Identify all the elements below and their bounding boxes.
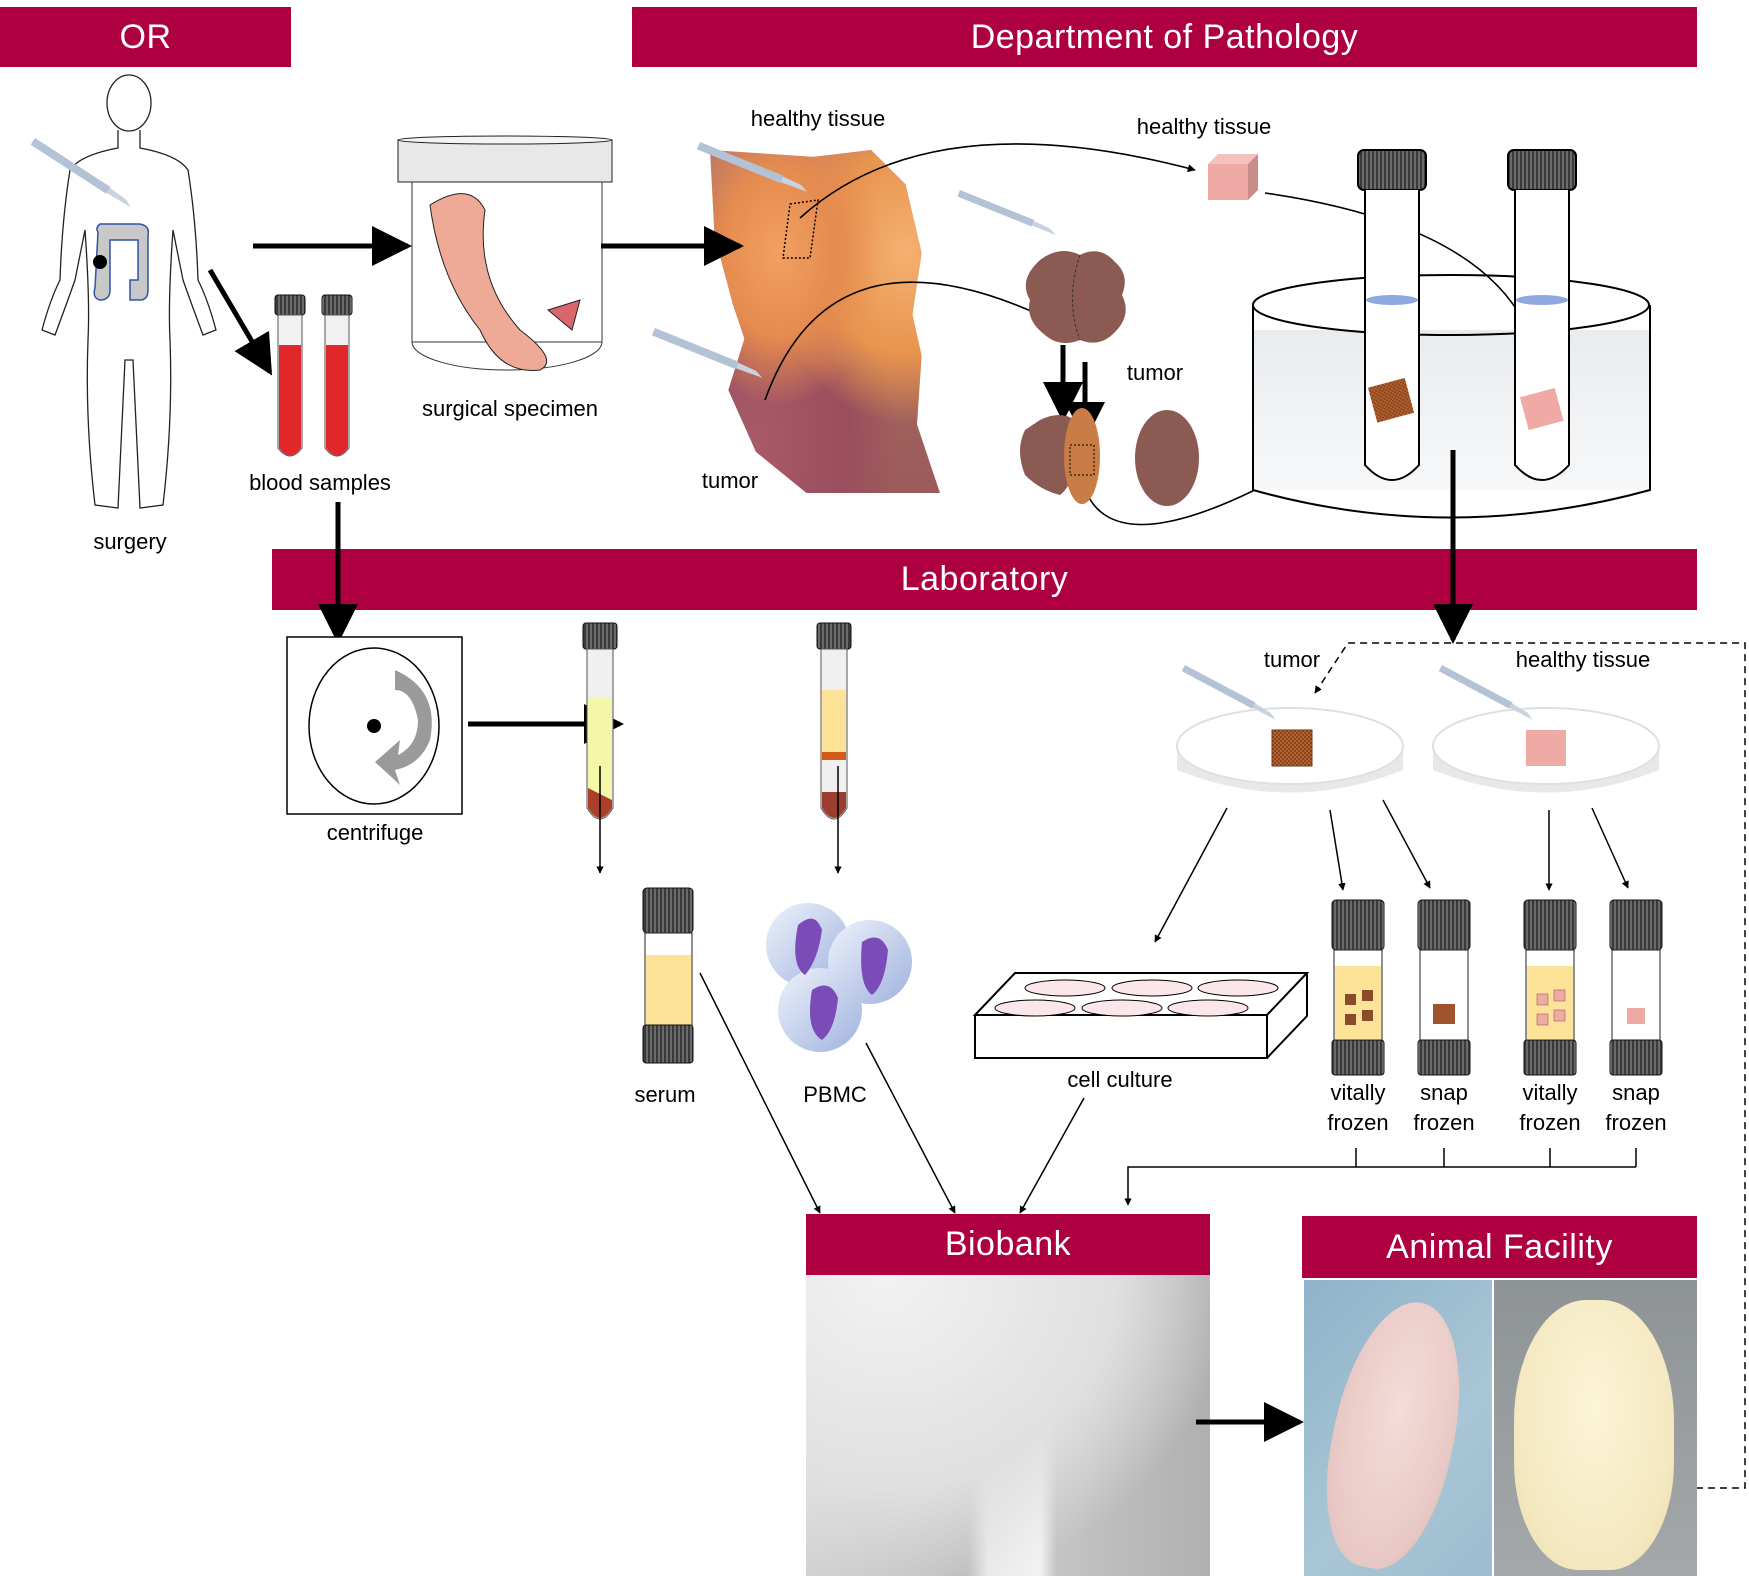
label-line: snap xyxy=(1612,1080,1660,1105)
white-rat-body xyxy=(1514,1300,1674,1570)
label-line: vitally xyxy=(1522,1080,1578,1105)
label-healthy-vitally-frozen: vitally frozen xyxy=(1510,1078,1590,1138)
label-surgical-specimen: surgical specimen xyxy=(421,396,599,421)
human-body-icon xyxy=(41,74,217,509)
arrow-dish-to-tumor-snap xyxy=(1382,799,1431,889)
nitrogen-tube-healthy xyxy=(1507,149,1577,481)
healthy-tissue-selection xyxy=(782,199,819,259)
label-serum: serum xyxy=(634,1082,696,1107)
section-title-biobank: Biobank xyxy=(944,1225,1072,1263)
scalpel-icon xyxy=(1181,665,1276,721)
scalpel-icon xyxy=(652,328,763,378)
scalpel-icon xyxy=(697,142,808,192)
cryovial-healthy-snap xyxy=(1609,899,1663,1076)
healthy-tissue-cube-icon xyxy=(1208,154,1258,200)
scalpel-icon xyxy=(957,190,1057,236)
tumor-mass-icon xyxy=(1025,251,1126,344)
label-centrifuge: centrifuge xyxy=(326,820,424,845)
label-healthy-tissue-cube: healthy tissue xyxy=(1136,114,1272,139)
scalpel-icon xyxy=(1438,665,1533,721)
label-tumor-vitally-frozen: vitally frozen xyxy=(1318,1078,1398,1138)
label-line: frozen xyxy=(1605,1110,1667,1135)
pbmc-cells-icon xyxy=(766,903,912,1052)
scalpel-icon xyxy=(30,138,131,208)
nude-mouse-photo xyxy=(1304,1280,1492,1576)
section-title-animal-facility: Animal Facility xyxy=(1386,1227,1613,1266)
serum-separation-tube xyxy=(582,622,618,820)
section-title-pathology: Department of Pathology xyxy=(970,17,1359,56)
section-title-or: OR xyxy=(119,17,172,56)
specimen-jar-icon xyxy=(397,135,613,371)
serum-vial-icon xyxy=(642,887,694,1064)
centrifuge-icon xyxy=(286,636,463,815)
label-line: vitally xyxy=(1330,1080,1386,1105)
arrow-serum-to-biobank xyxy=(699,972,821,1214)
blood-tube-2 xyxy=(321,294,353,457)
arrow-pbmc-to-biobank xyxy=(865,1042,956,1214)
label-line: snap xyxy=(1420,1080,1468,1105)
arrow-dish-to-culture xyxy=(1154,807,1228,943)
cryovial-tumor-snap xyxy=(1417,899,1471,1076)
label-lab-healthy-tissue: healthy tissue xyxy=(1515,647,1651,672)
section-banner-biobank: Biobank xyxy=(806,1214,1210,1275)
arrow-photo-to-tumor xyxy=(764,281,1041,401)
section-banner-pathology: Department of Pathology xyxy=(632,7,1697,67)
vials-to-biobank-bracket xyxy=(1128,1148,1637,1205)
arrow-dish-to-healthy-snap xyxy=(1591,807,1629,889)
colon-icon xyxy=(93,223,150,301)
tumor-half-icon xyxy=(1135,410,1199,506)
arrow-photo-to-healthy-cube xyxy=(799,143,1196,219)
label-surgery: surgery xyxy=(93,529,167,554)
label-healthy-tissue-photo: healthy tissue xyxy=(750,106,886,131)
ice-bath-icon xyxy=(1252,274,1651,519)
nitrogen-tube-tumor xyxy=(1357,149,1427,481)
arrow-surgery-to-blood xyxy=(207,268,273,376)
section-banner-or: OR xyxy=(0,7,291,67)
label-blood-samples: blood samples xyxy=(249,470,391,495)
label-lab-tumor: tumor xyxy=(1263,647,1321,672)
cell-culture-plate-icon xyxy=(972,972,1310,1059)
pbmc-separation-tube xyxy=(816,622,852,820)
arrow-culture-to-biobank xyxy=(1019,1097,1085,1214)
dashed-return-path xyxy=(1314,642,1746,1489)
section-banner-animal-facility: Animal Facility xyxy=(1302,1216,1697,1278)
label-tumor-photo: tumor xyxy=(701,468,759,493)
label-pbmc: PBMC xyxy=(803,1082,867,1107)
arrow-dish-to-tumor-vital xyxy=(1329,809,1346,891)
cryovial-tumor-vital xyxy=(1331,899,1385,1076)
label-tumor-snap-frozen: snap frozen xyxy=(1404,1078,1484,1138)
label-tumor-pieces: tumor xyxy=(1126,360,1184,385)
white-rat-photo xyxy=(1494,1280,1697,1576)
section-banner-laboratory: Laboratory xyxy=(272,549,1697,610)
petri-dish-tumor xyxy=(1176,707,1404,793)
label-line: frozen xyxy=(1519,1110,1581,1135)
label-healthy-snap-frozen: snap frozen xyxy=(1596,1078,1676,1138)
biobank-tank-photo xyxy=(806,1275,1210,1576)
label-line: frozen xyxy=(1413,1110,1475,1135)
blood-tube-1 xyxy=(274,294,306,457)
label-cell-culture: cell culture xyxy=(1067,1067,1173,1092)
label-line: frozen xyxy=(1327,1110,1389,1135)
tumor-slice-icon xyxy=(1020,408,1100,504)
cryovial-healthy-vital xyxy=(1523,899,1577,1076)
section-title-laboratory: Laboratory xyxy=(900,560,1069,598)
petri-dish-healthy xyxy=(1432,707,1660,793)
